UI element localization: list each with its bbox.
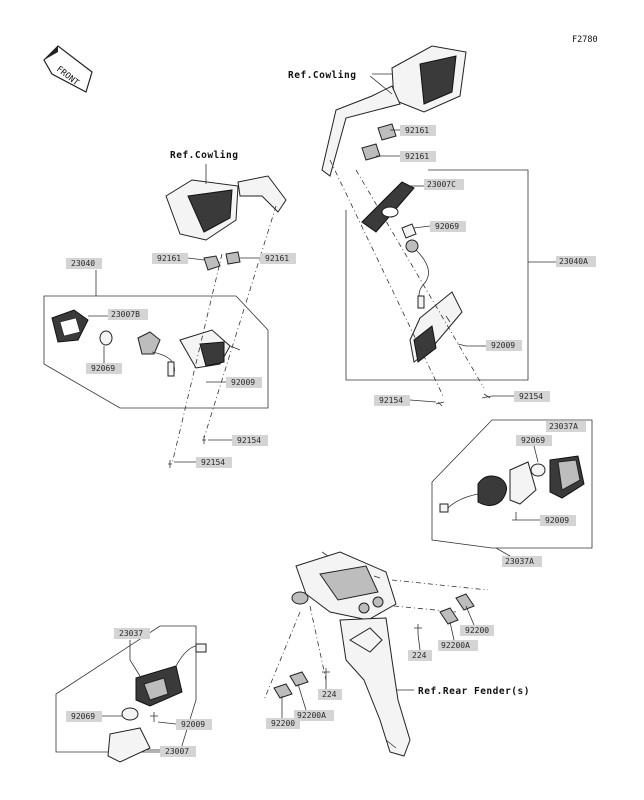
part-label: 92161 xyxy=(152,253,188,264)
part-label: 92200A xyxy=(294,710,334,721)
left-mirror-group xyxy=(43,175,287,468)
figure-id: F2780 xyxy=(572,35,598,45)
svg-text:23007: 23007 xyxy=(165,747,189,756)
svg-text:92154: 92154 xyxy=(379,396,403,405)
svg-text:23040A: 23040A xyxy=(559,257,588,266)
part-label: 23040A xyxy=(556,256,596,267)
svg-text:92200: 92200 xyxy=(271,719,295,728)
svg-text:23037: 23037 xyxy=(119,629,143,638)
svg-text:92161: 92161 xyxy=(265,254,289,263)
part-label: 92009 xyxy=(176,719,212,730)
front-arrow-icon: FRONT xyxy=(43,45,93,93)
part-label: 92069 xyxy=(516,435,552,446)
part-label: 92161 xyxy=(400,151,436,162)
part-label: 92154 xyxy=(374,395,410,406)
svg-text:23040: 23040 xyxy=(71,259,95,268)
svg-text:224: 224 xyxy=(412,651,427,660)
part-label: 92069 xyxy=(66,711,102,722)
part-label: 23007 xyxy=(160,746,196,757)
svg-text:92009: 92009 xyxy=(491,341,515,350)
part-label: 23037A xyxy=(546,421,586,432)
svg-text:92154: 92154 xyxy=(519,392,543,401)
svg-text:23037A: 23037A xyxy=(549,422,578,431)
ref-cowling-left: Ref.Cowling xyxy=(170,150,238,161)
part-label: 92069 xyxy=(86,363,122,374)
right-mirror-group xyxy=(321,45,529,407)
part-label: 92154 xyxy=(232,435,268,446)
svg-text:92200A: 92200A xyxy=(441,641,470,650)
svg-text:92200: 92200 xyxy=(465,626,489,635)
svg-text:23037A: 23037A xyxy=(505,557,534,566)
svg-text:92161: 92161 xyxy=(405,152,429,161)
part-label: 92069 xyxy=(430,221,466,232)
svg-text:92200A: 92200A xyxy=(297,711,326,720)
part-label: 23007C xyxy=(424,179,464,190)
part-label: 92154 xyxy=(196,457,232,468)
part-label: 92161 xyxy=(400,125,436,136)
part-label: 92154 xyxy=(514,391,550,402)
ref-rear-fender: Ref.Rear Fender(s) xyxy=(418,686,530,697)
svg-text:23007B: 23007B xyxy=(111,310,140,319)
svg-text:92069: 92069 xyxy=(521,436,545,445)
rear-assembly-group xyxy=(55,419,593,763)
part-label: 92009 xyxy=(486,340,522,351)
svg-text:92009: 92009 xyxy=(231,378,255,387)
part-label: 92200 xyxy=(460,625,494,636)
part-labels: 92161 92161 23007C 92069 23040A 92009 92… xyxy=(66,125,596,757)
part-label: 23037A xyxy=(502,556,542,567)
part-label: 92200A xyxy=(438,640,478,651)
svg-text:92009: 92009 xyxy=(181,720,205,729)
svg-text:92161: 92161 xyxy=(157,254,181,263)
svg-text:92069: 92069 xyxy=(435,222,459,231)
part-label: 224 xyxy=(408,650,432,661)
svg-text:23007C: 23007C xyxy=(427,180,456,189)
part-label: 23040 xyxy=(66,258,102,269)
part-label: 23007B xyxy=(108,309,148,320)
part-label: 224 xyxy=(318,689,342,700)
part-label: 92161 xyxy=(260,253,296,264)
svg-text:92154: 92154 xyxy=(237,436,261,445)
svg-text:92009: 92009 xyxy=(545,516,569,525)
svg-text:92161: 92161 xyxy=(405,126,429,135)
part-label: 92009 xyxy=(540,515,576,526)
svg-text:224: 224 xyxy=(322,690,337,699)
part-label: 92200 xyxy=(266,718,300,729)
svg-text:92154: 92154 xyxy=(201,458,225,467)
svg-text:92069: 92069 xyxy=(91,364,115,373)
ref-cowling-top: Ref.Cowling xyxy=(288,70,356,81)
svg-text:92069: 92069 xyxy=(71,712,95,721)
part-label: 92009 xyxy=(226,377,262,388)
part-label: 23037 xyxy=(114,628,150,639)
